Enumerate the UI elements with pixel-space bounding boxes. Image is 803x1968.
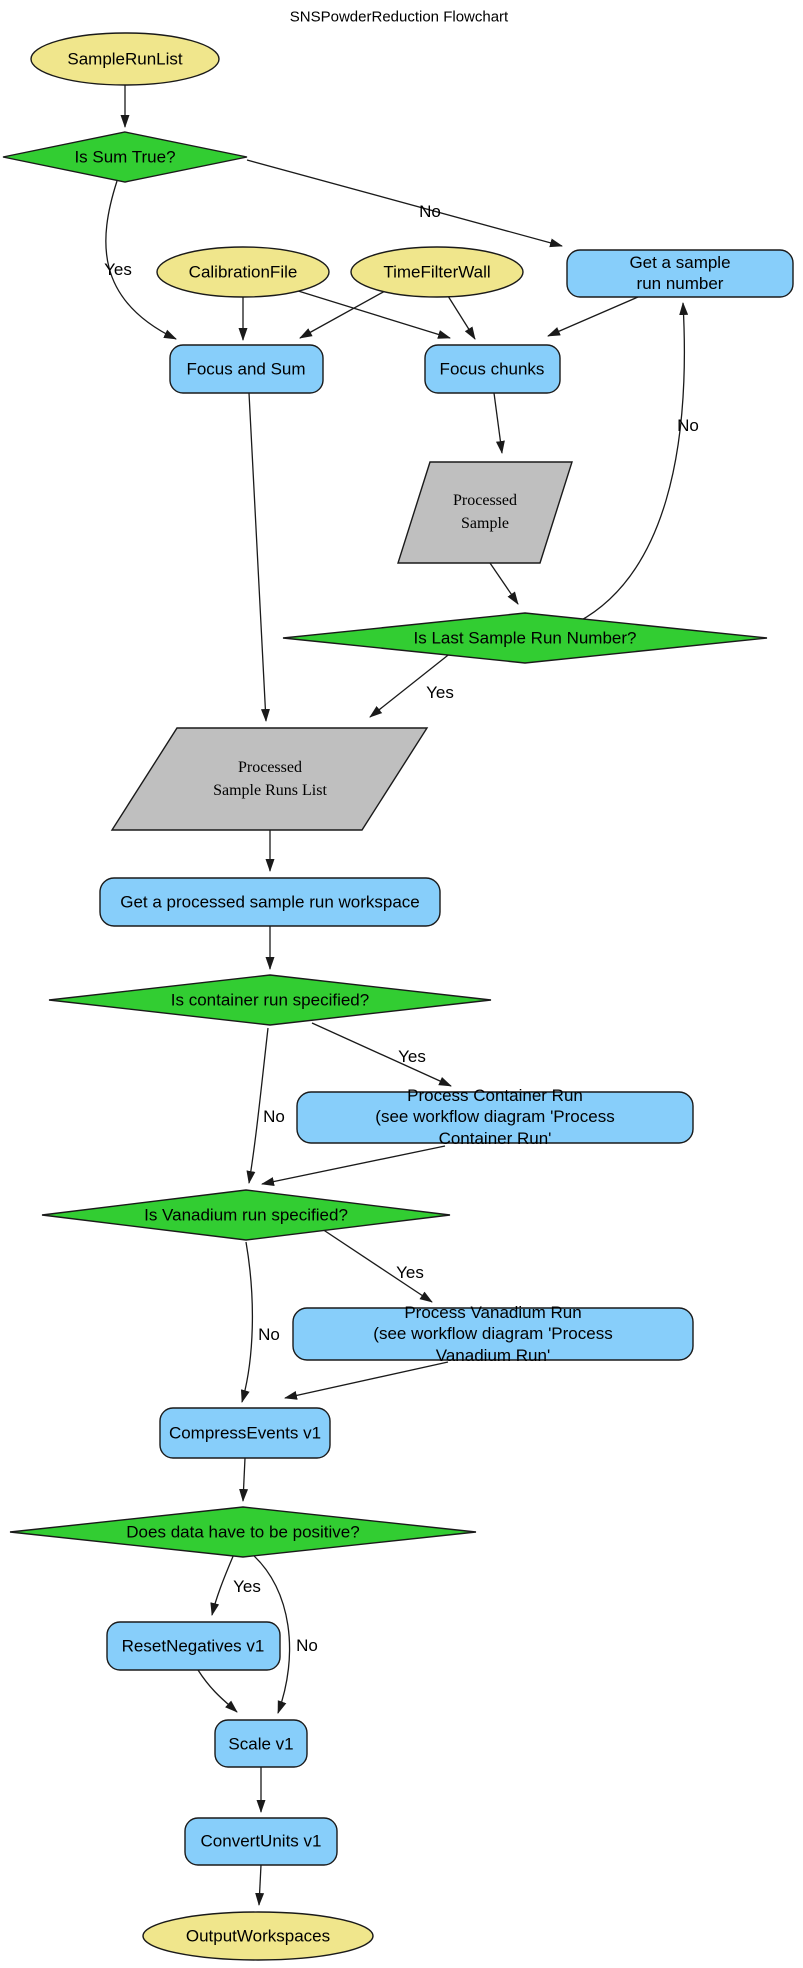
node-time-filter-wall: TimeFilterWall	[383, 262, 491, 282]
node-does-data-have-to-be-positive: Does data have to be positive?	[126, 1522, 360, 1542]
node-focus-and-sum: Focus and Sum	[186, 359, 306, 379]
edge-ispositive-yes-to-resetnegatives	[210, 1553, 235, 1616]
edge-convertunits-to-outputworkspaces	[255, 1864, 265, 1906]
edge-label-positive-no: No	[296, 1636, 318, 1655]
node-scale: Scale v1	[228, 1734, 294, 1754]
edge-islast-no-to-getsamplerun	[577, 302, 689, 623]
shape-iscontainer-diamond	[48, 974, 492, 1026]
node-is-sum-true: Is Sum True?	[74, 147, 176, 167]
node-processed-sample-runs-list: Processed Sample Runs List	[213, 758, 327, 799]
edge-issumtrue-yes-to-focusandsum	[105, 180, 177, 340]
edge-isvanadium-no-to-compressevents	[240, 1241, 254, 1403]
edge-label-vanadium-yes: Yes	[396, 1263, 424, 1282]
shape-compressevents-box	[159, 1407, 331, 1459]
shape-samplerunlist-ellipse	[30, 32, 220, 86]
node-compress-events: CompressEvents v1	[168, 1423, 322, 1443]
edge-label-vanadium-no: No	[258, 1325, 280, 1344]
node-output-workspaces: OutputWorkspaces	[185, 1926, 331, 1946]
edge-iscontainer-no-to-isvanadium	[246, 1027, 269, 1184]
edge-getsamplerun-to-focuschunks	[547, 296, 639, 337]
shape-processvanadium-box	[292, 1307, 694, 1361]
edge-label-last-yes: Yes	[426, 683, 454, 702]
shape-outputworkspaces-ellipse	[142, 1911, 374, 1961]
edge-label-container-yes: Yes	[398, 1047, 426, 1066]
edge-processedsample-to-islast	[489, 562, 519, 605]
edge-label-last-no: No	[677, 416, 699, 435]
edge-focusandsum-to-runslist	[248, 392, 270, 722]
edge-calibrationfile-to-focuschunks	[294, 289, 451, 339]
node-process-container-run: Process Container Run (see workflow diag…	[375, 1086, 615, 1148]
node-processed-sample: Processed Sample	[453, 491, 517, 532]
node-get-sample-run-number: Get a sample run number	[629, 252, 731, 293]
edge-focuschunks-to-processedsample	[493, 392, 505, 454]
edge-isvanadium-yes-to-processvanadium	[312, 1222, 433, 1303]
shape-scale-box	[214, 1719, 308, 1768]
edge-islast-yes-to-runslist	[369, 651, 453, 718]
node-focus-chunks: Focus chunks	[439, 359, 545, 379]
edge-processvanadium-to-compressevents	[284, 1361, 449, 1400]
node-sample-run-list: SampleRunList	[67, 49, 183, 69]
shape-getprocessed-box	[99, 877, 441, 927]
node-convert-units: ConvertUnits v1	[200, 1831, 322, 1851]
node-is-last-sample-run-number: Is Last Sample Run Number?	[413, 628, 637, 648]
edge-issumtrue-no-to-getsamplerun	[246, 159, 563, 248]
shape-issumtrue-diamond	[2, 131, 248, 183]
edge-processcontainer-to-isvanadium	[261, 1145, 446, 1186]
shape-processcontainer-box	[296, 1091, 694, 1144]
shape-ispositive-diamond	[9, 1506, 477, 1558]
shape-resetnegatives-box	[106, 1621, 281, 1671]
node-is-container-run-specified: Is container run specified?	[170, 990, 370, 1010]
edge-label-positive-yes: Yes	[233, 1577, 261, 1596]
shape-isvanadium-diamond	[41, 1189, 451, 1241]
edge-timefilterwall-to-focusandsum	[299, 290, 386, 339]
edge-label-sum-yes: Yes	[104, 260, 132, 279]
edge-timefilterwall-to-focuschunks	[447, 295, 476, 340]
shape-focusandsum-box	[169, 344, 324, 394]
shape-timefilterwall-ellipse	[350, 246, 524, 298]
edge-iscontainer-yes-to-processcontainer	[311, 1022, 452, 1087]
edge-label-sum-no: No	[419, 202, 441, 221]
shape-convertunits-box	[184, 1817, 338, 1866]
diagram-title: SNSPowderReduction Flowchart	[289, 8, 509, 26]
edge-ispositive-no-to-scale	[251, 1553, 291, 1714]
edge-label-container-no: No	[263, 1107, 285, 1126]
shape-getsamplerun-box	[566, 249, 794, 298]
shape-calibrationfile-ellipse	[156, 246, 330, 298]
node-calibration-file: CalibrationFile	[188, 262, 298, 282]
shape-processedsample-parallelogram	[397, 461, 573, 564]
shape-focuschunks-box	[424, 344, 561, 394]
node-reset-negatives: ResetNegatives v1	[121, 1636, 265, 1656]
node-process-vanadium-run: Process Vanadium Run (see workflow diagr…	[373, 1303, 613, 1365]
node-get-processed-sample-run-workspace: Get a processed sample run workspace	[120, 892, 420, 912]
shape-runslist-parallelogram	[110, 727, 429, 831]
shape-islast-diamond	[282, 612, 768, 664]
edge-compressevents-to-ispositive	[239, 1457, 249, 1502]
node-is-vanadium-run-specified: Is Vanadium run specified?	[144, 1205, 348, 1225]
edge-resetnegatives-to-scale	[197, 1669, 238, 1713]
